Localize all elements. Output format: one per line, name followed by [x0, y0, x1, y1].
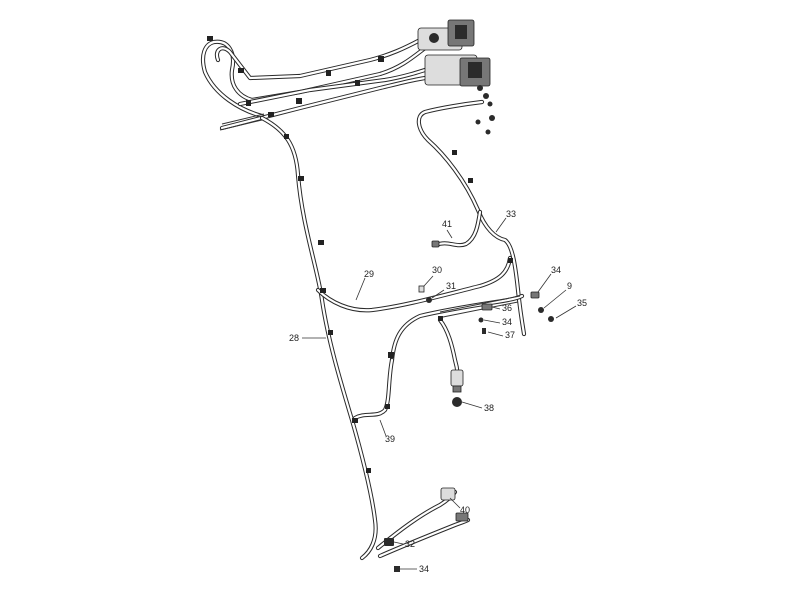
valve-assembly: [417, 19, 495, 135]
callout-32: 32: [405, 539, 415, 549]
callout-35: 35: [577, 298, 587, 308]
callout-29: 29: [364, 269, 374, 279]
hose-set: [200, 37, 527, 561]
callout-28: 28: [289, 333, 299, 343]
fitting-36-34-37: [478, 303, 493, 334]
callout-40: 40: [460, 505, 470, 515]
callout-33: 33: [506, 209, 516, 219]
fitting-41: [431, 240, 440, 248]
callout-31: 31: [446, 281, 456, 291]
fitting-32-34: [384, 538, 400, 572]
callout-36: 36: [502, 303, 512, 313]
callout-labels: 41 33 29 30 31 34 9 35 36 34 37 28 38 39…: [289, 209, 587, 574]
coupler-40: [440, 487, 469, 522]
callout-41: 41: [442, 219, 452, 229]
coupler-38: [450, 369, 464, 407]
fitting-34-9-35: [530, 291, 554, 322]
callout-30: 30: [432, 265, 442, 275]
callout-34-bottom: 34: [419, 564, 429, 574]
fitting-30-31: [418, 285, 432, 303]
leader-lines: [302, 217, 577, 570]
callout-39: 39: [385, 434, 395, 444]
callout-37: 37: [505, 330, 515, 340]
callout-9: 9: [567, 281, 572, 291]
callout-34-mid: 34: [502, 317, 512, 327]
callout-38: 38: [484, 403, 494, 413]
callout-34-top: 34: [551, 265, 561, 275]
hose-clips: [207, 36, 513, 473]
